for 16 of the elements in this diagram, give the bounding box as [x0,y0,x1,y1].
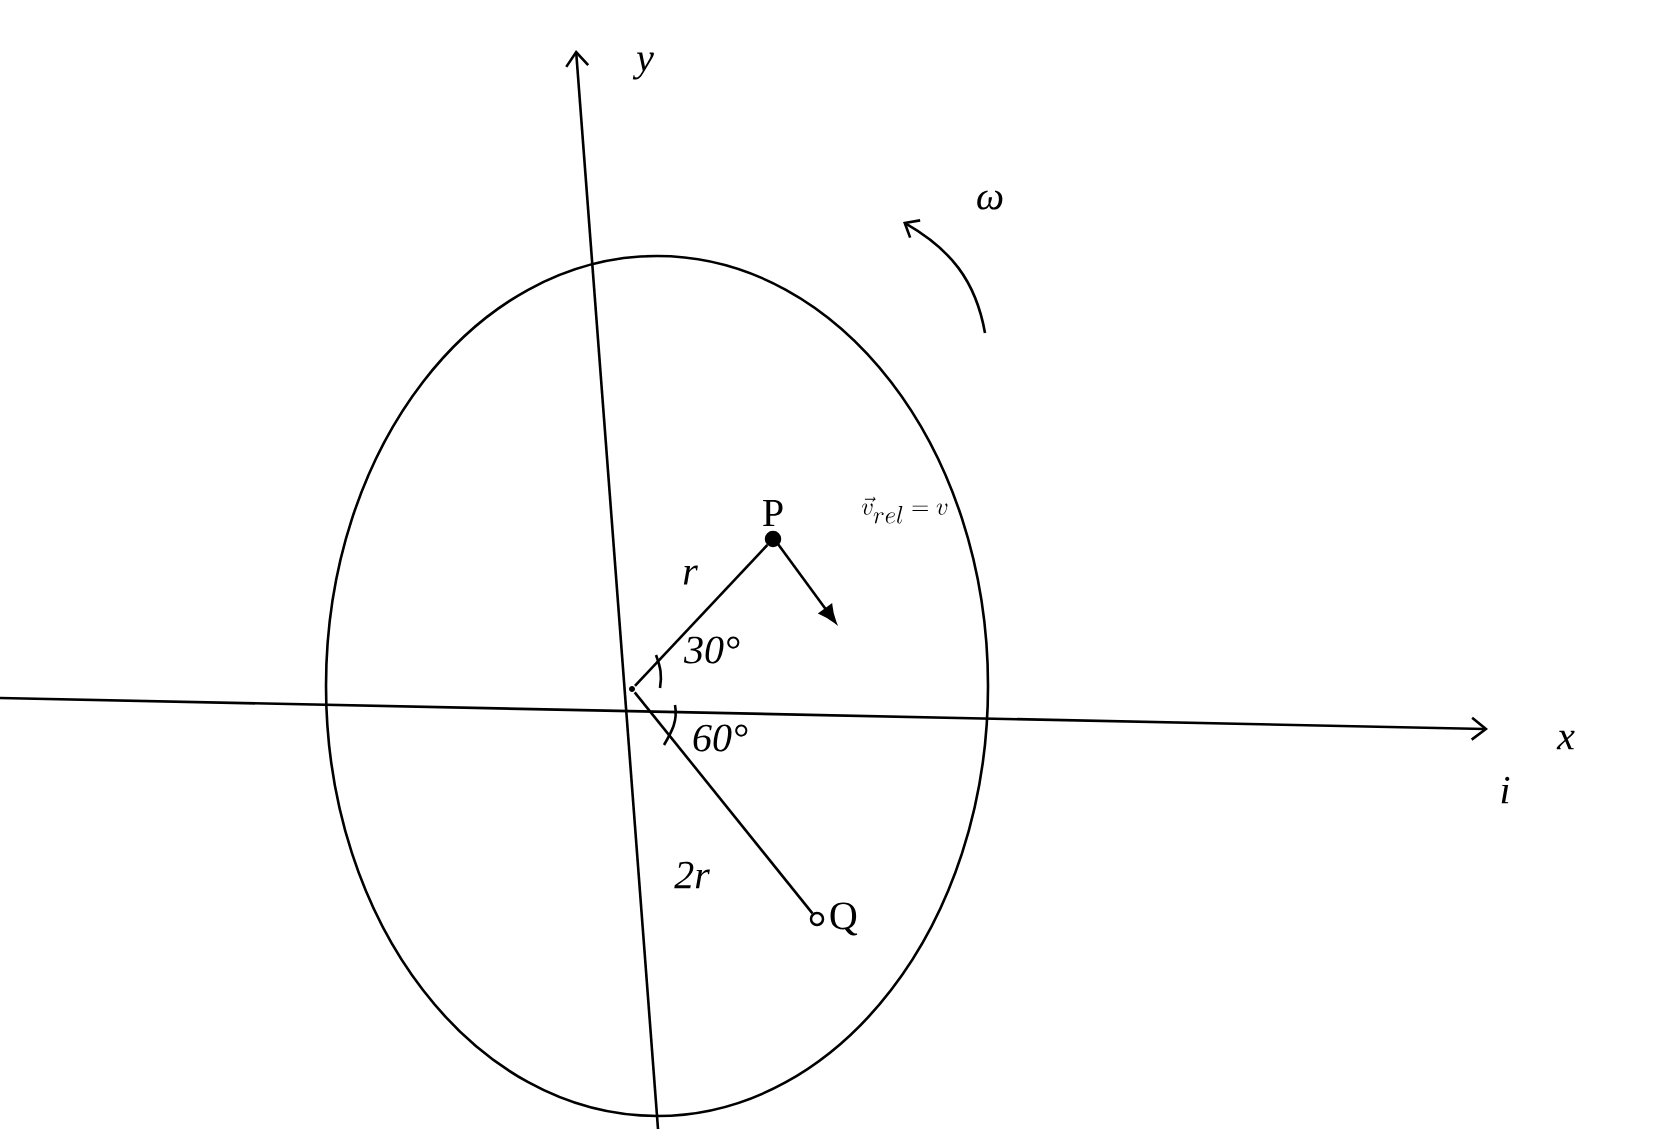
angle-label: 30° [683,636,740,664]
edge-label: 2r [674,861,710,889]
point: Q [809,902,858,936]
point: P [763,499,783,548]
axis-label: y [632,52,654,80]
angle-label: 60° [693,724,748,752]
line-segment [633,691,814,915]
symbol-label: $\vec{v}_{rel} = v$ [861,496,948,524]
origin-point [629,686,635,692]
symbol-label: ω [977,190,1003,210]
axis-label: x [1556,730,1575,750]
line-segment [634,544,769,687]
axis-label: i [1501,776,1510,804]
node-label: Q [830,902,858,936]
edge-label: r [683,565,698,585]
node-label: P [763,499,783,527]
